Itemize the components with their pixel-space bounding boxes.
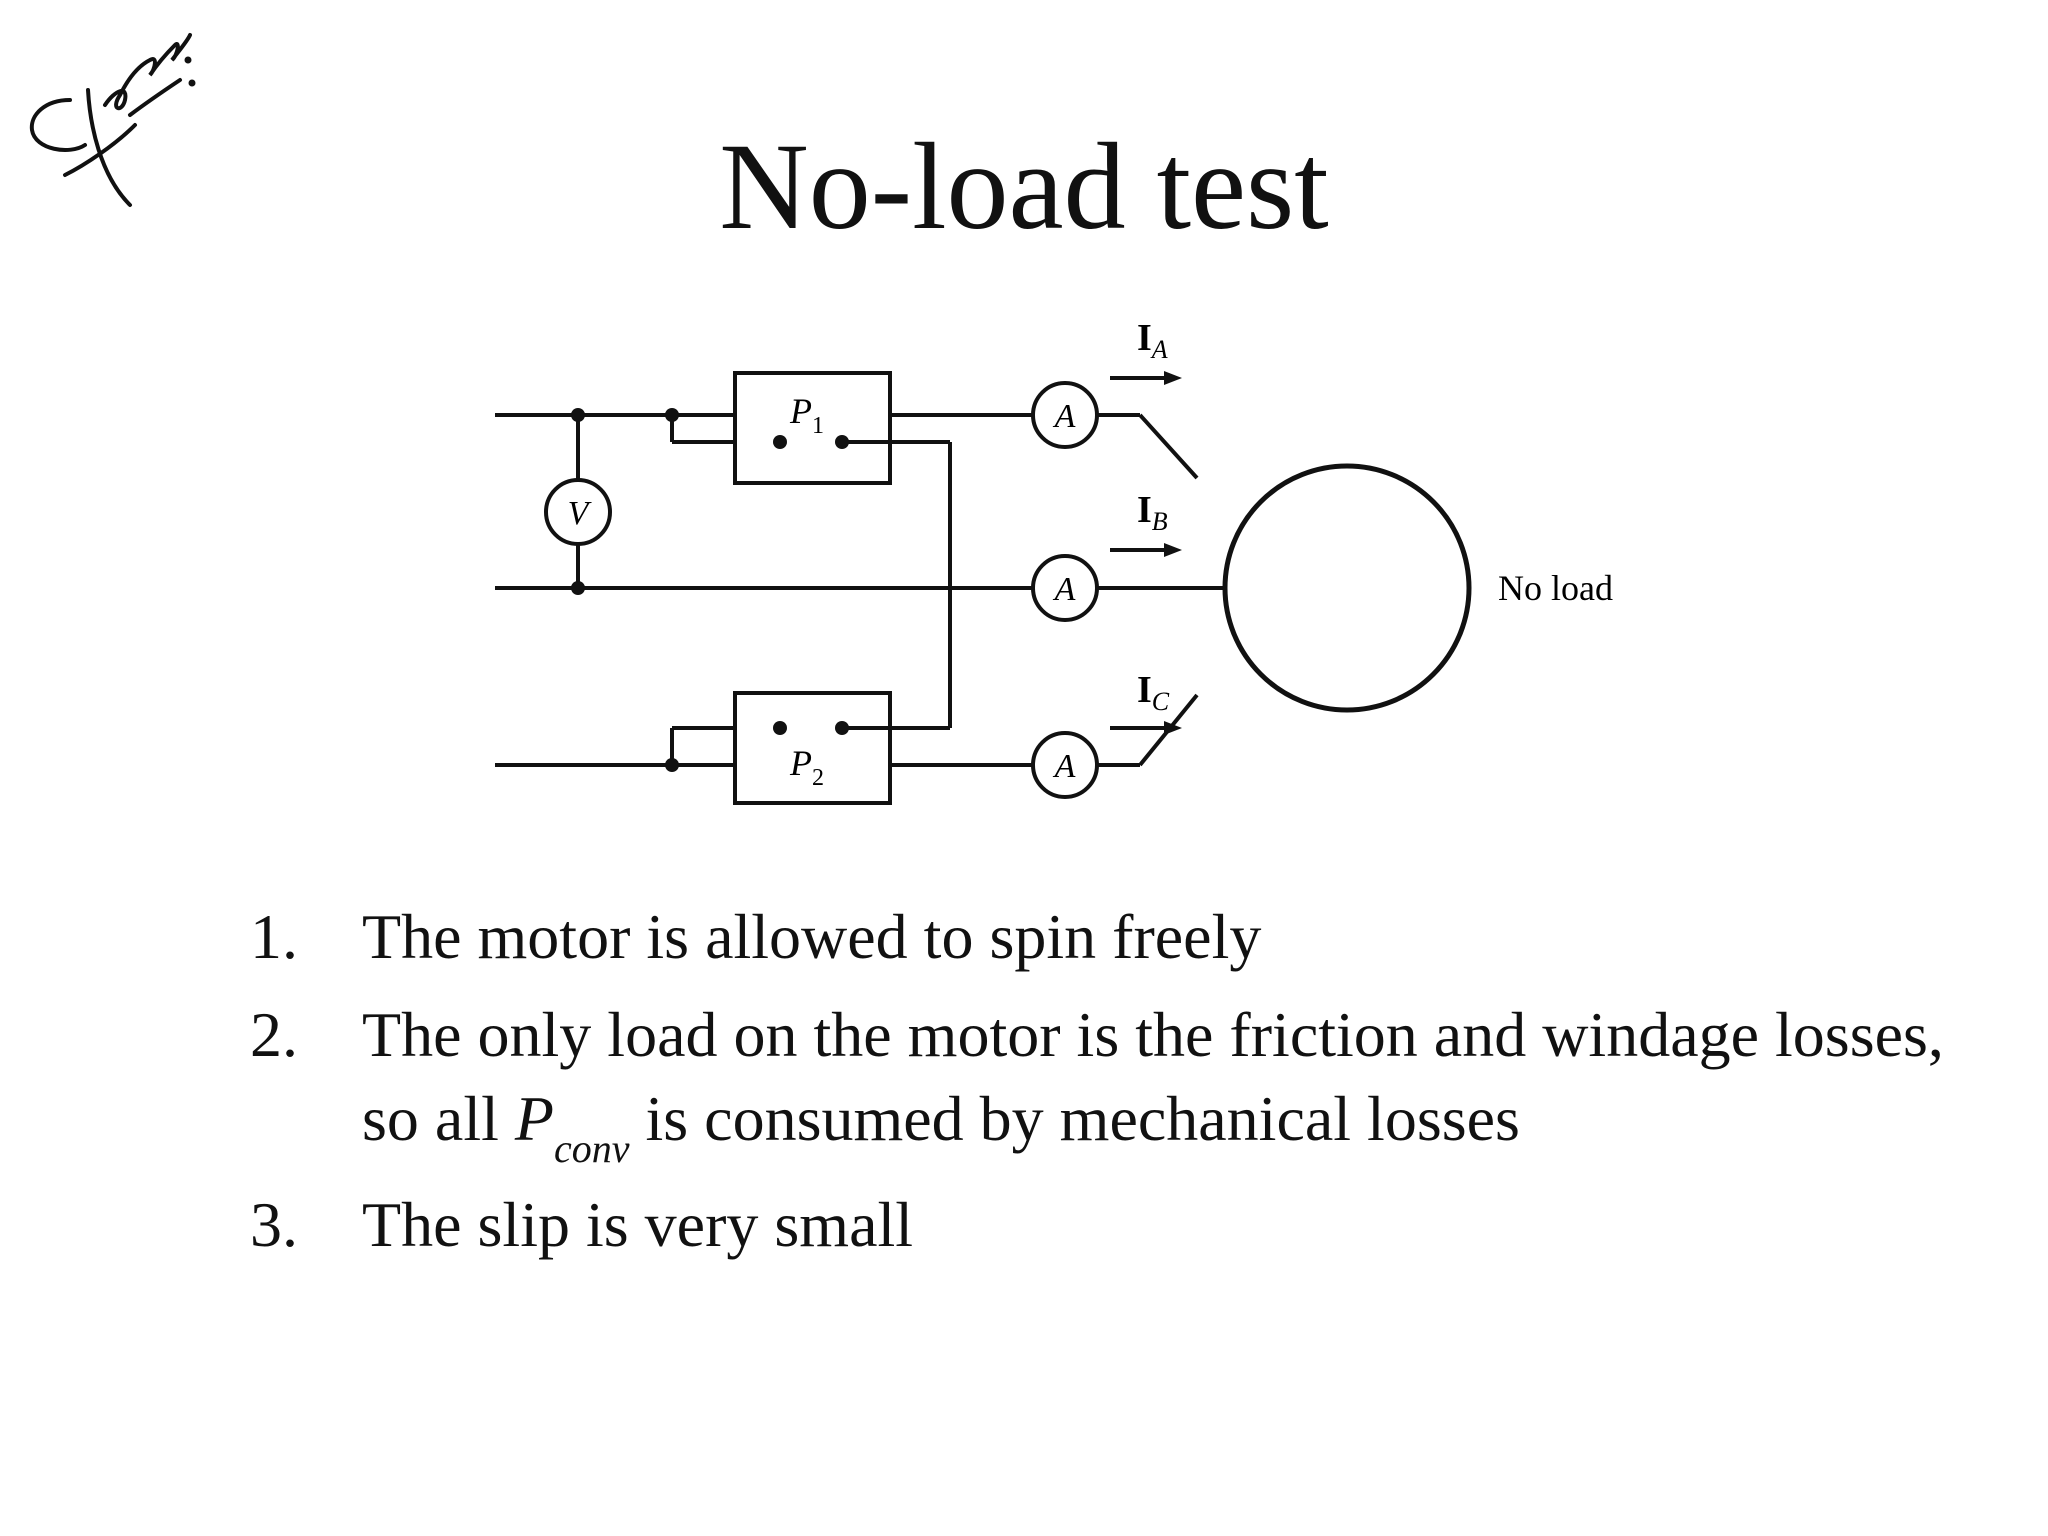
motor-circle [1222,463,1472,713]
wattmeter-p2-box [733,691,892,805]
power-variable-subscript: conv [553,1126,630,1171]
list-number: 3. [250,1189,298,1260]
ammeter-c-circle [1031,731,1099,799]
junction-dot [665,758,679,772]
current-c-label: IC [1137,669,1170,716]
junction-dot [571,581,585,595]
slide-title: No-load test [719,118,1329,255]
signature-image [29,33,196,207]
power-variable: P [514,1083,554,1154]
ammeter-a-label: A [1053,398,1076,435]
terminal-dot [835,435,849,449]
junction-dot [571,408,585,422]
wattmeter-p2-label: P2 [789,743,824,791]
list-item-text-after: is consumed by mechanical losses [629,1083,1520,1154]
line-a-to-motor [1138,413,1199,480]
current-arrow-a [1164,371,1182,385]
voltmeter-label: V [568,495,593,532]
key-points-list: 1. The motor is allowed to spin freely 2… [250,895,1950,1281]
list-item: 1. The motor is allowed to spin freely [250,895,1950,979]
list-item-text: The motor is allowed to spin freely [362,901,1262,972]
terminal-dot [773,721,787,735]
no-load-label: No load [1498,568,1613,608]
list-item-text-before: The only load on the motor is the fricti… [362,999,1944,1154]
ammeter-b-circle [1031,554,1099,622]
list-number: 1. [250,901,298,972]
junction-dot [665,408,679,422]
ammeter-a-circle [1031,381,1099,449]
current-arrow-b [1164,543,1182,557]
wattmeter-p1-label: P1 [789,391,824,439]
wattmeter-p1-box [733,371,892,485]
current-b-label: IB [1137,489,1168,536]
ammeter-c-label: A [1053,748,1076,785]
no-load-test-circuit-diagram: P1 P2 V A A A IA IB IC No load [495,317,1613,805]
list-item: 3. The slip is very small [250,1183,1950,1267]
list-item-text: The slip is very small [362,1189,914,1260]
current-a-label: IA [1137,317,1168,364]
list-item: 2. The only load on the motor is the fri… [250,993,1950,1171]
ammeter-b-label: A [1053,571,1076,608]
voltmeter-circle [544,478,612,546]
list-number: 2. [250,999,298,1070]
terminal-dot [835,721,849,735]
current-arrow-c [1164,721,1182,735]
terminal-dot [773,435,787,449]
